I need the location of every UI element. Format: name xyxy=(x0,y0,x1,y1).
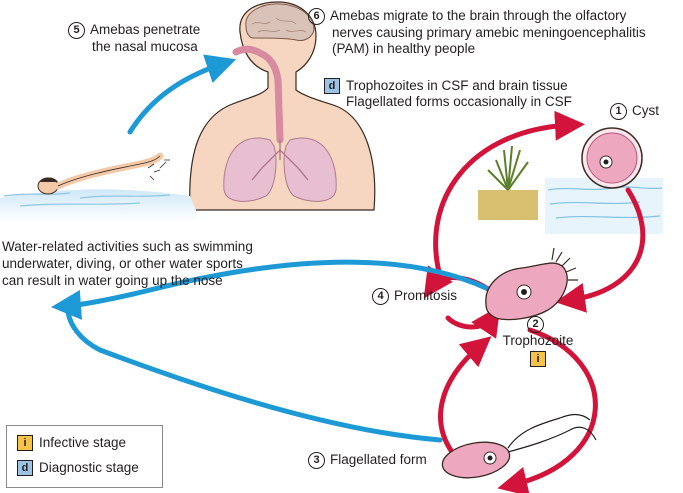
water-note-line3: can result in water going up the nose xyxy=(2,273,223,288)
human-torso-illustration xyxy=(189,1,376,211)
legend-box: i Infective stage d Diagnostic stage xyxy=(6,425,163,488)
arrow-trophozoite-to-cyst xyxy=(433,110,585,279)
trophozoite-illustration xyxy=(485,247,578,321)
legend-diagnostic-row: d Diagnostic stage xyxy=(17,460,139,477)
step-4-label: 4 Promitosis xyxy=(372,288,457,305)
red-cycle-arrows xyxy=(423,110,646,493)
brain-icon xyxy=(245,3,315,41)
water-activity-note: Water-related activities such as swimmin… xyxy=(2,238,253,289)
arrow-trophozoite-to-flagellated xyxy=(497,327,598,493)
diagnostic-note-line2: Flagellated forms occasionally in CSF xyxy=(346,94,572,110)
step-3-number: 3 xyxy=(308,452,325,469)
step-5-text-line2: the nasal mucosa xyxy=(92,39,198,54)
arrow-cyst-to-trophozoite xyxy=(555,187,646,313)
step-1-text: Cyst xyxy=(632,103,659,119)
soil-plant-illustration xyxy=(478,145,538,220)
step-3-label: 3 Flagellated form xyxy=(308,452,427,469)
diagnostic-note-line1: Trophozoites in CSF and brain tissue xyxy=(346,78,568,93)
arrow-trophozoite-to-water xyxy=(51,259,489,320)
legend-infective-label: Infective stage xyxy=(39,435,127,450)
step-5-number: 5 xyxy=(68,22,85,39)
step-6-number: 6 xyxy=(308,8,325,25)
arrow-swimmer-to-nose xyxy=(127,54,237,135)
left-lung-icon xyxy=(223,137,277,202)
diagnostic-badge: d xyxy=(324,78,340,95)
swimmer-illustration xyxy=(0,152,200,222)
flagellated-form-illustration xyxy=(441,413,597,479)
water-note-line1: Water-related activities such as swimmin… xyxy=(2,239,253,254)
diagnostic-note: d Trophozoites in CSF and brain tissue Fl… xyxy=(324,78,572,110)
legend-infective-row: i Infective stage xyxy=(17,435,127,452)
cyst-illustration xyxy=(581,127,643,189)
water-note-line2: underwater, diving, or other water sport… xyxy=(2,256,243,271)
step-2-text: Trophozoite xyxy=(502,333,574,348)
arrow-flagellated-to-trophozoite xyxy=(438,336,492,455)
infective-badge: i xyxy=(530,351,546,367)
blue-arrows xyxy=(51,54,489,443)
step-2-number: 2 xyxy=(527,316,544,333)
step-6-label: 6 Amebas migrate to the brain through the… xyxy=(308,8,646,57)
step-5-text-line1: Amebas penetrate xyxy=(90,22,201,38)
arrow-promitosis-in xyxy=(445,305,501,339)
step-4-text: Promitosis xyxy=(394,288,458,304)
step-6-text-line3: (PAM) in healthy people xyxy=(332,41,476,56)
step-6-text-line2: nerves causing primary amebic meningoenc… xyxy=(332,25,646,40)
step-5-label: 5 Amebas penetrate the nasal mucosa xyxy=(68,22,200,55)
step-6-text-line1: Amebas migrate to the brain through the … xyxy=(330,8,627,24)
legend-diagnostic-badge: d xyxy=(17,460,33,477)
legend-diagnostic-label: Diagnostic stage xyxy=(39,460,139,475)
step-3-text: Flagellated form xyxy=(330,452,427,468)
step-2-label: 2 Trophozoite i xyxy=(498,316,578,367)
legend-infective-badge: i xyxy=(17,435,33,452)
step-1-number: 1 xyxy=(610,103,627,120)
step-1-label: 1 Cyst xyxy=(610,103,659,120)
step-4-number: 4 xyxy=(372,288,389,305)
right-lung-icon xyxy=(283,137,337,202)
